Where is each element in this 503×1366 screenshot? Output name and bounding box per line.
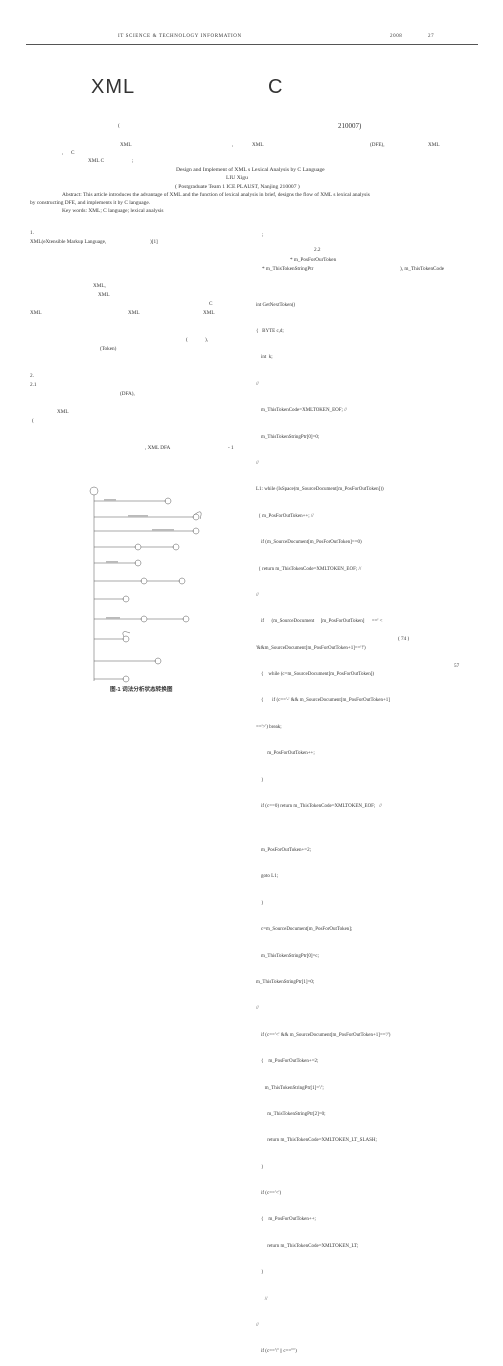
abstract-dfe: (DFE), <box>370 142 385 148</box>
continued-note: ( 74 ) <box>398 636 410 642</box>
code-line: { if (c=='-' && m_SourceDocument[m_PosFo… <box>256 698 390 704</box>
state-transition-diagram <box>84 479 226 689</box>
frag-xml-c: XML <box>30 310 42 316</box>
frag-xml-d: XML <box>128 310 140 316</box>
fig-ref: - 1 <box>228 445 234 451</box>
xml-dfa: , XML DFA <box>145 445 171 451</box>
code-line: // <box>256 592 259 598</box>
dfa-label: (DFA), <box>120 391 135 397</box>
frag-c: C <box>209 301 213 307</box>
ptr-pos: * m_PosForOurToken <box>290 257 337 263</box>
journal-issue: 27 <box>428 34 435 39</box>
abstract-xml-1: XML <box>120 142 132 148</box>
code-listing: int GetNextToken() { BYTE c,d; int k; //… <box>256 284 390 1366</box>
frag-xml-b: XML <box>98 292 110 298</box>
abstract-comma-2: , <box>62 150 64 156</box>
code-line: if (c=='\'' || c=='"') <box>256 1349 297 1355</box>
xml-intro: XML(eXtensible Markup Language, <box>30 239 107 245</box>
code-line: { BYTE c,d; <box>256 328 284 334</box>
code-line: int k; <box>256 355 273 361</box>
code-line: { m_PosForOutToken++; <box>256 1217 316 1223</box>
abstract-comma-1: , <box>232 142 234 148</box>
journal-name: IT SCIENCE & TECHNOLOGY INFORMATION <box>118 34 242 39</box>
abstract-c: C <box>71 150 75 156</box>
title-xml: XML <box>91 76 136 98</box>
code-line: // <box>256 1296 268 1302</box>
code-line: m_ThisTokenStringPtr[2]=0; <box>256 1111 326 1117</box>
code-line: } <box>256 900 264 906</box>
figure-caption: 图-1 词法分析状态转换图 <box>110 687 173 693</box>
code-line: =='>') break; <box>256 724 282 730</box>
ptr-decl: * m_ThisTokenStringPtr <box>262 266 314 272</box>
page-number: 57 <box>454 663 460 669</box>
abstract-semicolon: ; <box>132 158 134 164</box>
ptr-tail: ), m_ThisTokenCode <box>400 266 445 272</box>
english-keywords: Key words: XML; C language; lexical anal… <box>62 208 164 214</box>
frag-paren: ( <box>186 337 188 343</box>
english-abstract: Abstract: This article introduces the ad… <box>62 192 370 198</box>
section-2-1: 2.1 <box>30 382 37 388</box>
english-author: LIU Xigu <box>226 175 248 181</box>
abstract-xml-3: XML <box>428 142 440 148</box>
diagram-svg <box>89 486 202 683</box>
code-line: // <box>256 1323 259 1329</box>
section-1: 1. <box>30 230 34 236</box>
code-line: if (c=='<' && m_SourceDocument[m_PosForO… <box>256 1032 391 1038</box>
english-title: Design and Implement of XML s Lexical An… <box>176 167 325 173</box>
header-rule <box>26 44 478 45</box>
frag-token: (Token) <box>100 346 117 352</box>
code-line: if (c==0) return m_ThisTokenCode=XMLTOKE… <box>256 804 382 810</box>
affiliation-postcode: 210007) <box>338 122 362 130</box>
code-line: goto L1; <box>256 874 279 880</box>
code-line: m_ThisTokenCode=XMLTOKEN_EOF; // <box>256 408 347 414</box>
code-line: return m_ThisTokenCode=XMLTOKEN_LT; <box>256 1243 359 1249</box>
right-colon: ; <box>262 232 264 238</box>
code-line: m_PosForOutToken+=2; <box>256 848 312 853</box>
english-affiliation: ( Postgraduate Team 1 ICE PLAUST, Nanjin… <box>175 184 300 190</box>
title-c: C <box>268 76 284 98</box>
code-line: { return m_ThisTokenCode=XMLTOKEN_EOF; /… <box>256 566 362 572</box>
code-line: '&&m_SourceDocument[m_PosForOutToken+1]=… <box>256 645 366 651</box>
code-line: // <box>256 381 259 387</box>
code-line: { while (c=m_SourceDocument[m_PosForOutT… <box>256 672 375 678</box>
abstract-xml-c: XML C <box>88 158 105 164</box>
code-line: m_ThisTokenStringPtr[1]='/'; <box>256 1085 324 1091</box>
xml-mid: XML <box>57 409 69 415</box>
code-line: m_ThisTokenStringPtr[1]=0; <box>256 979 315 985</box>
code-line: if (m_SourceDocument [m_PosForOutToken] … <box>256 619 383 625</box>
frag-xml-a: XML, <box>93 283 106 289</box>
paren-open: ( <box>32 418 34 424</box>
section-2: 2. <box>30 373 34 379</box>
affiliation-open: ( <box>118 123 120 129</box>
english-abstract-2: by constructing DFE, and implements it b… <box>30 200 151 206</box>
code-line: m_ThisTokenStringPtr[0]=c; <box>256 953 320 959</box>
frag-xml-e: XML <box>203 310 215 316</box>
code-line: } <box>256 777 264 783</box>
code-line: { m_PosForOutToken++; // <box>256 513 314 519</box>
code-line: c=m_SourceDocument[m_PosForOutToken]; <box>256 927 353 933</box>
start-state <box>89 486 99 496</box>
frag-paren-close: ), <box>205 337 209 343</box>
code-line: if (m_SourceDocument[m_PosForOutToken]==… <box>256 540 362 546</box>
code-line: } <box>256 1270 264 1276</box>
code-line: L1: while (IsSpace(m_SourceDocument[m_Po… <box>256 487 384 493</box>
code-line: } <box>256 1164 264 1170</box>
abstract-xml-2: XML <box>252 142 264 148</box>
code-line: { m_PosForOutToken+=2; <box>256 1059 319 1065</box>
code-line: m_ThisTokenStringPtr[0]=0; <box>256 434 320 440</box>
code-line: return m_ThisTokenCode=XMLTOKEN_LT_SLASH… <box>256 1138 377 1144</box>
journal-year: 2008 <box>390 34 403 39</box>
code-line: int GetNextToken() <box>256 302 296 308</box>
code-line: m_PosForOutToken++; <box>256 751 315 757</box>
ref-1: )[1] <box>150 239 158 245</box>
code-line: if (c=='<') <box>256 1191 282 1197</box>
code-line: // <box>256 1006 259 1012</box>
section-2-2: 2.2 <box>314 247 321 253</box>
code-line: // <box>256 460 259 466</box>
